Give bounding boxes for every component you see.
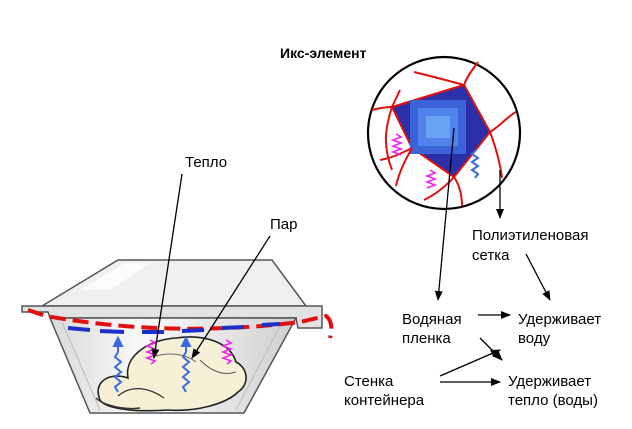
pointer-arrows	[151, 127, 551, 386]
arrow-heat	[151, 173, 183, 359]
water-film-dashes	[67, 322, 281, 334]
label-film-line1: Водяная	[402, 311, 462, 328]
steam-arrows	[112, 335, 192, 393]
mesh-fibers	[371, 61, 517, 207]
heat-squiggles	[144, 339, 234, 365]
label-x-element: Икс-элемент	[280, 45, 367, 61]
food	[97, 336, 247, 412]
label-mesh-line2: сетка	[472, 247, 510, 264]
label-steam: Пар	[270, 216, 297, 233]
arrow-film	[434, 127, 455, 301]
mesh-line	[27, 308, 334, 339]
arrow-wall-to-water	[439, 349, 501, 377]
label-retains-water-line1: Удерживает	[518, 311, 601, 328]
arrow-mesh-to-water	[525, 253, 551, 301]
label-wall-line2: контейнера	[344, 392, 425, 409]
x-element-magnified	[366, 55, 522, 211]
arrow-steam	[191, 235, 271, 359]
label-retains-heat-line2: тепло (воды)	[508, 392, 598, 409]
label-mesh-line1: Полиэтиленовая	[472, 227, 588, 244]
label-retains-heat-line1: Удерживает	[508, 373, 591, 390]
label-film-line2: пленка	[402, 330, 451, 347]
container	[21, 259, 334, 414]
label-heat: Тепло	[185, 154, 227, 171]
label-wall-line1: Стенка	[344, 373, 394, 390]
label-retains-water-line2: воду	[518, 330, 551, 347]
container-lid	[39, 259, 308, 307]
